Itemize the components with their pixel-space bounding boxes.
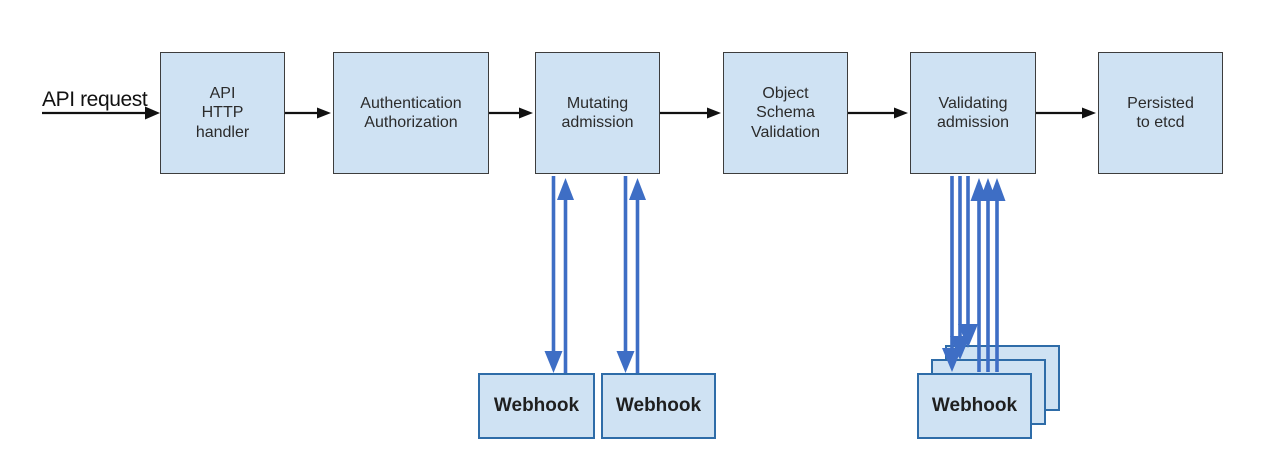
stage-box-validating-admission: Validating admission (910, 52, 1036, 174)
stage-label-validating-admission: Validating admission (936, 94, 1010, 132)
validating-down-arrow-3 (958, 176, 978, 348)
validating-down-arrow-1 (942, 176, 962, 372)
stage-label-object-schema-validation: Object Schema Validation (750, 84, 821, 141)
connector-arrow-4 (848, 107, 908, 119)
stage-label-authentication-authorization: Authentication Authorization (360, 94, 462, 132)
mutating-webhook-box-1: Webhook (478, 373, 595, 439)
connector-arrow-1 (285, 107, 331, 119)
stage-label-persisted-to-etcd: Persisted to etcd (1127, 94, 1194, 132)
mutating-return-arrow-2 (629, 178, 646, 373)
connector-arrow-3 (660, 107, 721, 119)
validating-down-arrow-2 (950, 176, 970, 360)
stage-box-mutating-admission: Mutating admission (535, 52, 660, 174)
api-request-label: API request (42, 88, 148, 111)
stage-box-api-http-handler: API HTTP handler (160, 52, 285, 174)
mutating-down-arrow-1 (544, 176, 563, 373)
validating-webhook-box-front: Webhook (917, 373, 1032, 439)
stage-box-authentication-authorization: Authentication Authorization (333, 52, 489, 174)
validating-webhook-label-front: Webhook (931, 395, 1018, 416)
validating-return-arrow-2 (979, 178, 997, 372)
stage-label-mutating-admission: Mutating admission (561, 94, 634, 132)
validating-return-arrow-1 (970, 178, 988, 372)
connector-arrow-2 (489, 107, 533, 119)
connector-arrow-5 (1036, 107, 1096, 119)
mutating-webhook-label-1: Webhook (493, 395, 580, 416)
mutating-webhook-box-2: Webhook (601, 373, 716, 439)
stage-box-persisted-to-etcd: Persisted to etcd (1098, 52, 1223, 174)
stage-box-object-schema-validation: Object Schema Validation (723, 52, 848, 174)
mutating-return-arrow-1 (557, 178, 574, 373)
validating-return-arrow-3 (988, 178, 1006, 372)
stage-label-api-http-handler: API HTTP handler (195, 84, 250, 141)
mutating-down-arrow-2 (616, 176, 635, 373)
mutating-webhook-label-2: Webhook (615, 395, 702, 416)
